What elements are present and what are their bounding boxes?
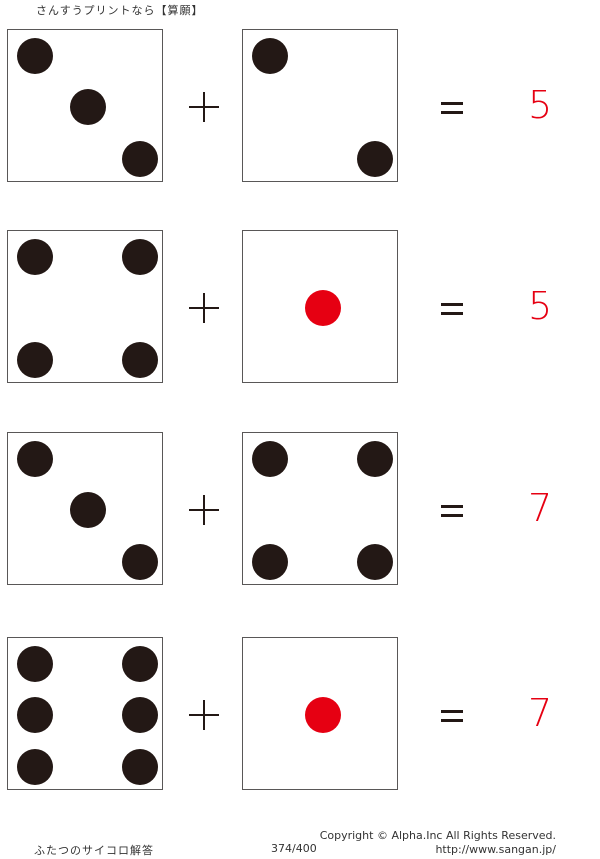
copyright-text: Copyright © Alpha.Inc All Rights Reserve… bbox=[319, 829, 556, 842]
equals-icon bbox=[441, 710, 463, 722]
pip-icon bbox=[122, 239, 158, 275]
plus-icon bbox=[189, 293, 219, 323]
red-pip-icon bbox=[305, 697, 341, 733]
problem-row: 7 bbox=[0, 637, 600, 793]
equals-icon bbox=[441, 505, 463, 517]
pip-icon bbox=[357, 544, 393, 580]
left-die bbox=[7, 432, 163, 585]
pip-icon bbox=[17, 239, 53, 275]
pip-icon bbox=[252, 38, 288, 74]
plus-icon bbox=[189, 92, 219, 122]
problem-row: 5 bbox=[0, 29, 600, 185]
pip-icon bbox=[122, 749, 158, 785]
pip-icon bbox=[17, 749, 53, 785]
answer-value: 5 bbox=[528, 83, 553, 127]
pip-icon bbox=[357, 141, 393, 177]
pip-icon bbox=[252, 544, 288, 580]
pip-icon bbox=[70, 89, 106, 125]
red-pip-icon bbox=[305, 290, 341, 326]
pip-icon bbox=[17, 441, 53, 477]
pip-icon bbox=[17, 38, 53, 74]
right-die bbox=[242, 230, 398, 383]
pip-icon bbox=[357, 441, 393, 477]
left-die bbox=[7, 637, 163, 790]
right-die bbox=[242, 432, 398, 585]
pip-icon bbox=[17, 646, 53, 682]
pip-icon bbox=[122, 697, 158, 733]
plus-icon bbox=[189, 495, 219, 525]
page-number: 374/400 bbox=[271, 842, 317, 855]
equals-icon bbox=[441, 102, 463, 114]
pip-icon bbox=[122, 141, 158, 177]
pip-icon bbox=[122, 544, 158, 580]
answer-value: 7 bbox=[528, 691, 553, 735]
pip-icon bbox=[252, 441, 288, 477]
plus-icon bbox=[189, 700, 219, 730]
left-die bbox=[7, 29, 163, 182]
site-url: http://www.sangan.jp/ bbox=[435, 843, 556, 856]
answer-value: 5 bbox=[528, 284, 553, 328]
equals-icon bbox=[441, 303, 463, 315]
pip-icon bbox=[17, 342, 53, 378]
footer-title: ふたつのサイコロ解答 bbox=[34, 844, 154, 857]
problem-row: 5 bbox=[0, 230, 600, 386]
header-title: さんすうプリントなら【算願】 bbox=[36, 4, 204, 17]
pip-icon bbox=[17, 697, 53, 733]
pip-icon bbox=[122, 342, 158, 378]
problem-row: 7 bbox=[0, 432, 600, 588]
pip-icon bbox=[122, 646, 158, 682]
left-die bbox=[7, 230, 163, 383]
answer-value: 7 bbox=[528, 486, 553, 530]
pip-icon bbox=[70, 492, 106, 528]
right-die bbox=[242, 29, 398, 182]
right-die bbox=[242, 637, 398, 790]
